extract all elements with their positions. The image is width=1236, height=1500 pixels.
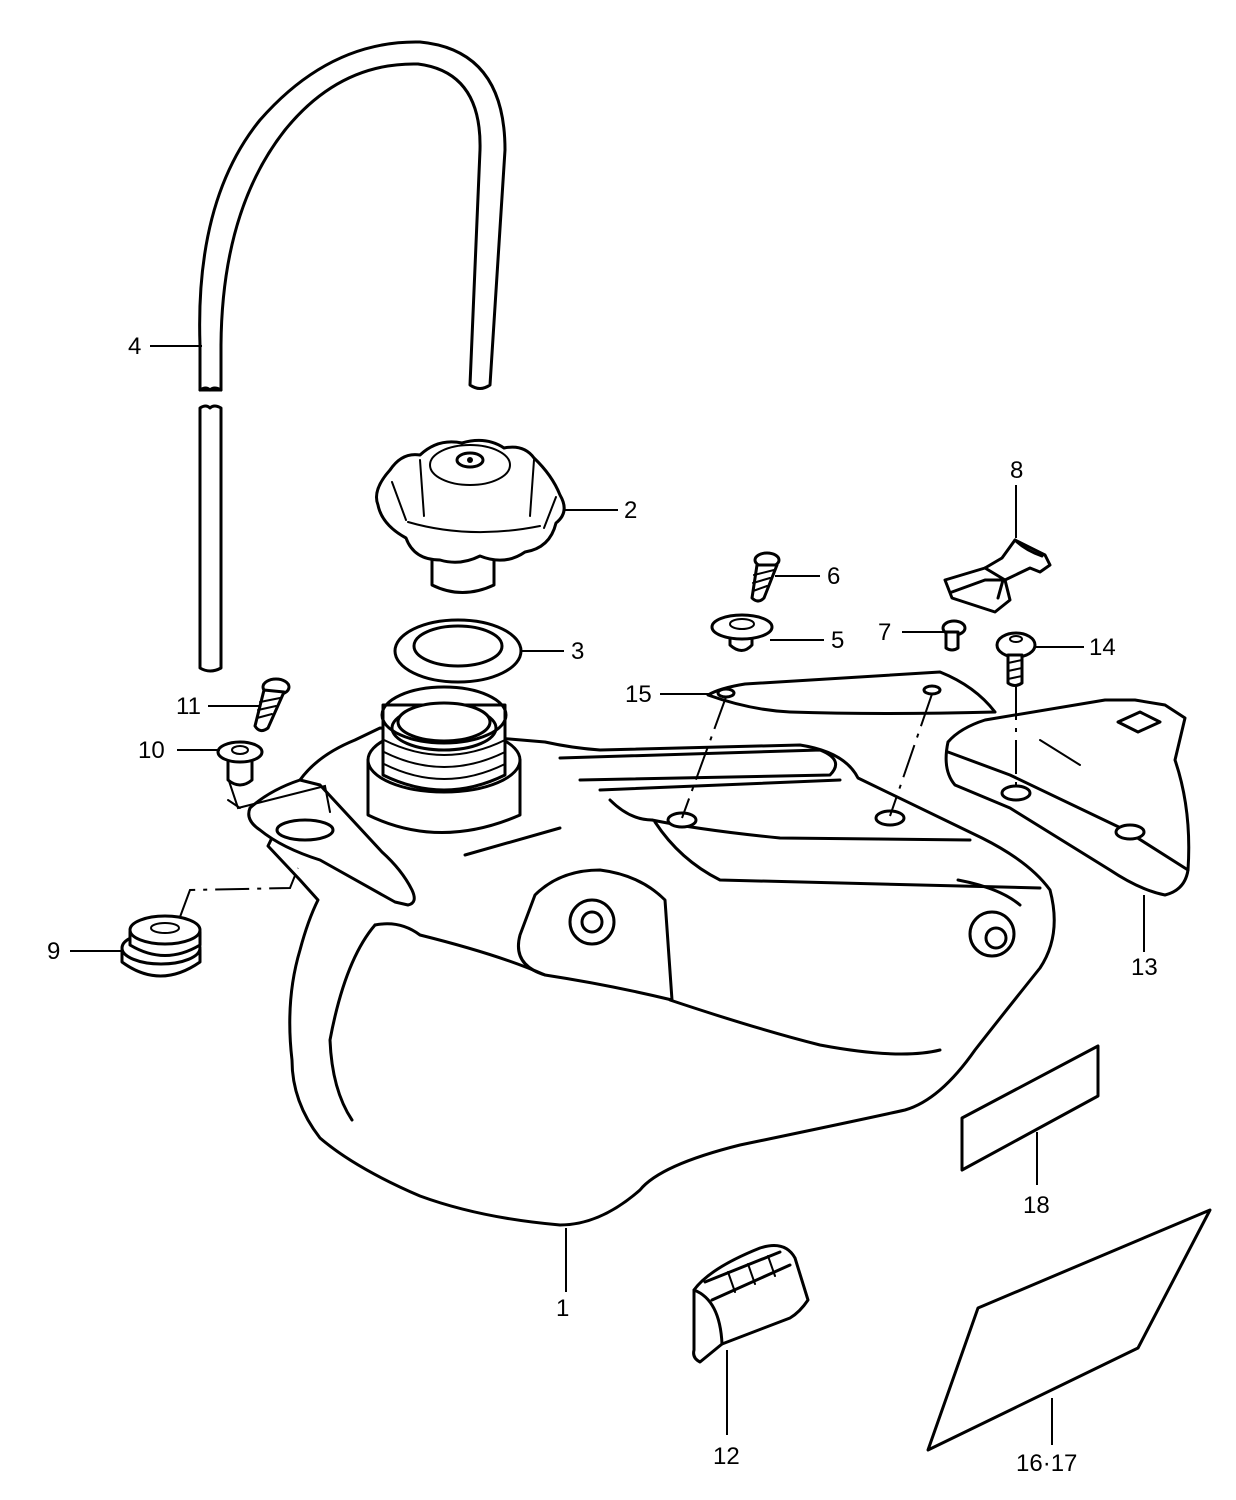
cushion-12 [692,1244,810,1364]
filler-cap [375,438,566,594]
callout-3: 3 [571,638,584,665]
bolt-11 [253,677,291,733]
callout-labels: 1 2 3 4 5 6 7 8 9 10 11 12 13 14 15 16·1… [47,333,1158,1477]
alignment-lines [179,686,1017,918]
callout-9: 9 [47,938,60,965]
decal-16-17 [926,1208,1212,1452]
collar-10 [216,740,264,787]
callout-16-17: 16·17 [1016,1450,1077,1477]
breather-hose [198,40,507,673]
callout-10: 10 [138,737,165,764]
fuel-tank [247,685,1056,1227]
clip-8 [943,538,1052,614]
callout-1: 1 [556,1295,569,1322]
callout-14: 14 [1089,634,1116,661]
label-18 [960,1044,1100,1172]
callout-11: 11 [176,693,201,720]
bolt-14 [995,631,1037,687]
callout-12: 12 [713,1443,740,1470]
callout-15: 15 [625,681,652,708]
screw-7 [941,619,967,652]
screw-6 [750,551,781,603]
callout-18: 18 [1023,1192,1050,1219]
cap-gasket [393,618,523,684]
callout-7: 7 [878,619,891,646]
callout-4: 4 [128,333,141,360]
callout-13: 13 [1131,954,1158,981]
callout-2: 2 [624,497,637,524]
callout-8: 8 [1010,457,1023,484]
bracket-13 [944,698,1191,897]
leader-lines [70,345,1145,1445]
grommet-5 [710,613,774,652]
callout-6: 6 [827,563,840,590]
plate-15 [706,670,997,715]
damper-9 [120,914,202,978]
callout-5: 5 [831,627,844,654]
